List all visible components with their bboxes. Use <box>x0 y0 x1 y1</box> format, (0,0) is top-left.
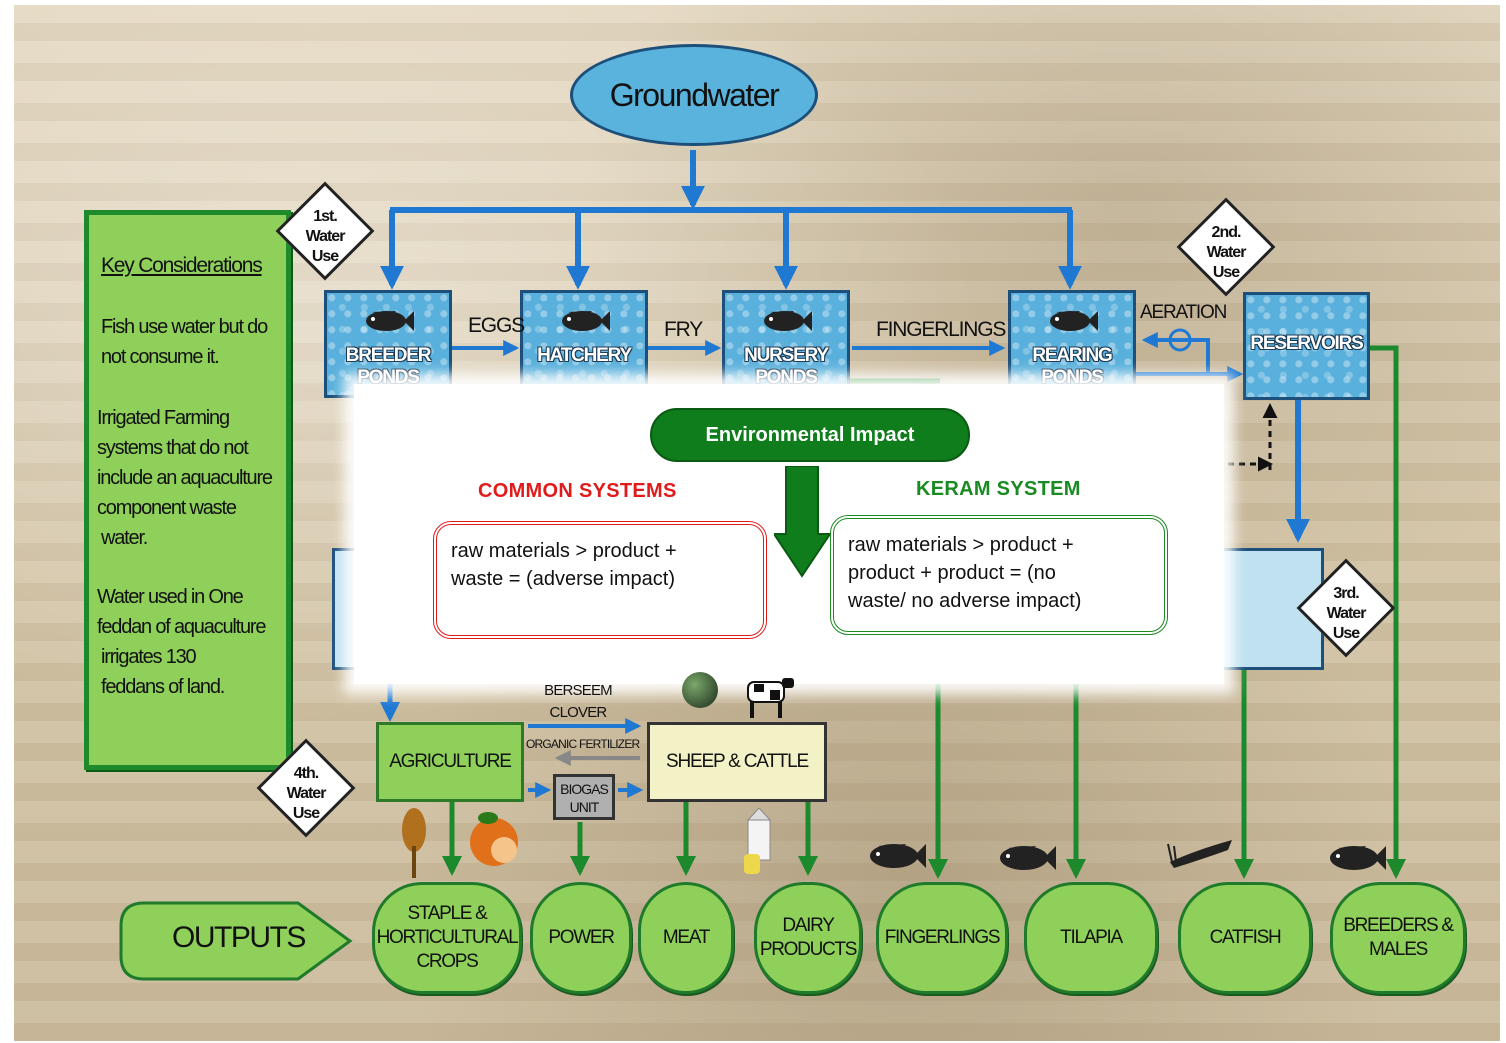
key-point-3: Water used in One feddan of aquaculture … <box>97 586 266 698</box>
key-point-2: Irrigated Farming systems that do not in… <box>97 407 273 549</box>
fish-icon <box>1000 846 1056 870</box>
rearing-label: REARING <box>1032 345 1112 366</box>
catfish-icon <box>1167 840 1232 868</box>
organic-fertilizer-label: ORGANIC FERTILIZER <box>526 737 640 751</box>
fish-icon <box>870 844 926 868</box>
reservoirs-label: RESERVOIRS <box>1250 333 1363 354</box>
fish-icon <box>1330 846 1386 870</box>
hatchery-label: HATCHERY <box>537 345 632 366</box>
globe-icon <box>682 672 718 708</box>
output-catfish: CATFISH <box>1178 882 1312 994</box>
groundwater-label: Groundwater <box>609 76 780 113</box>
fish-icon <box>1050 311 1098 331</box>
outputs-arrow <box>119 901 353 981</box>
fish-icon <box>562 311 610 331</box>
milk-icon <box>744 808 772 874</box>
nursery-label: NURSERY <box>744 345 829 366</box>
eggs-label: EGGS <box>468 314 525 337</box>
reservoirs-box: RESERVOIRS <box>1243 292 1370 400</box>
fruit-icon <box>470 812 518 866</box>
key-considerations-title: Key Considerations <box>101 254 263 277</box>
breeder-ponds-box: BREEDER PONDS <box>324 290 452 398</box>
output-tilapia: TILAPIA <box>1024 882 1158 994</box>
down-arrow-icon <box>774 466 830 578</box>
keram-system-box: raw materials > product + product + prod… <box>830 515 1168 635</box>
hatchery-box: HATCHERY <box>520 290 648 390</box>
environmental-impact-title: Environmental Impact <box>650 408 970 462</box>
fingerlings-flow-label: FINGERLINGS <box>876 318 1006 341</box>
key-considerations-panel <box>84 210 291 770</box>
aeration-label: AERATION <box>1140 302 1227 323</box>
nursery-ponds-box: NURSERY PONDS <box>722 290 850 398</box>
fry-label: FRY <box>664 318 703 341</box>
output-meat: MEAT <box>638 882 734 994</box>
cow-icon <box>747 678 794 718</box>
breeder-label: BREEDER <box>345 345 432 366</box>
fish-icon <box>366 311 414 331</box>
nursery-label-2: PONDS <box>755 367 818 388</box>
output-power: POWER <box>530 882 632 994</box>
rearing-label-2: PONDS <box>1041 367 1104 388</box>
groundwater-source: Groundwater <box>570 44 818 146</box>
sheep-cattle-box: SHEEP & CATTLE <box>647 722 827 802</box>
rearing-ponds-box: REARING PONDS <box>1008 290 1136 398</box>
wheat-icon <box>402 808 426 878</box>
berseem-clover-label: BERSEEM CLOVER <box>544 682 613 721</box>
agriculture-box: AGRICULTURE <box>376 722 524 802</box>
keram-system-title: KERAM SYSTEM <box>916 478 1081 500</box>
common-systems-title: COMMON SYSTEMS <box>478 480 677 502</box>
fish-icon <box>764 311 812 331</box>
outputs-label: OUTPUTS <box>172 921 306 954</box>
output-breeders-males: BREEDERS &MALES <box>1330 882 1466 994</box>
key-point-1: Fish use water but do not consume it. <box>101 316 268 368</box>
biogas-unit-box: BIOGAS UNIT <box>553 774 615 820</box>
common-systems-box: raw materials > product + waste = (adver… <box>433 521 767 639</box>
breeder-label-2: PONDS <box>357 367 420 388</box>
output-fingerlings: FINGERLINGS <box>876 882 1008 994</box>
